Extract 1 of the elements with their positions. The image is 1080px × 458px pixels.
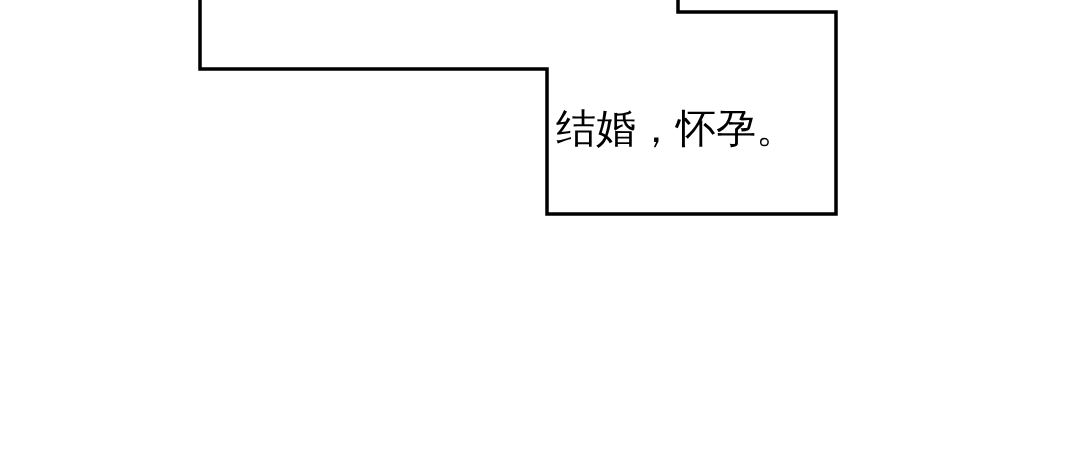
caption-text: 结婚，怀孕。 bbox=[556, 104, 796, 152]
